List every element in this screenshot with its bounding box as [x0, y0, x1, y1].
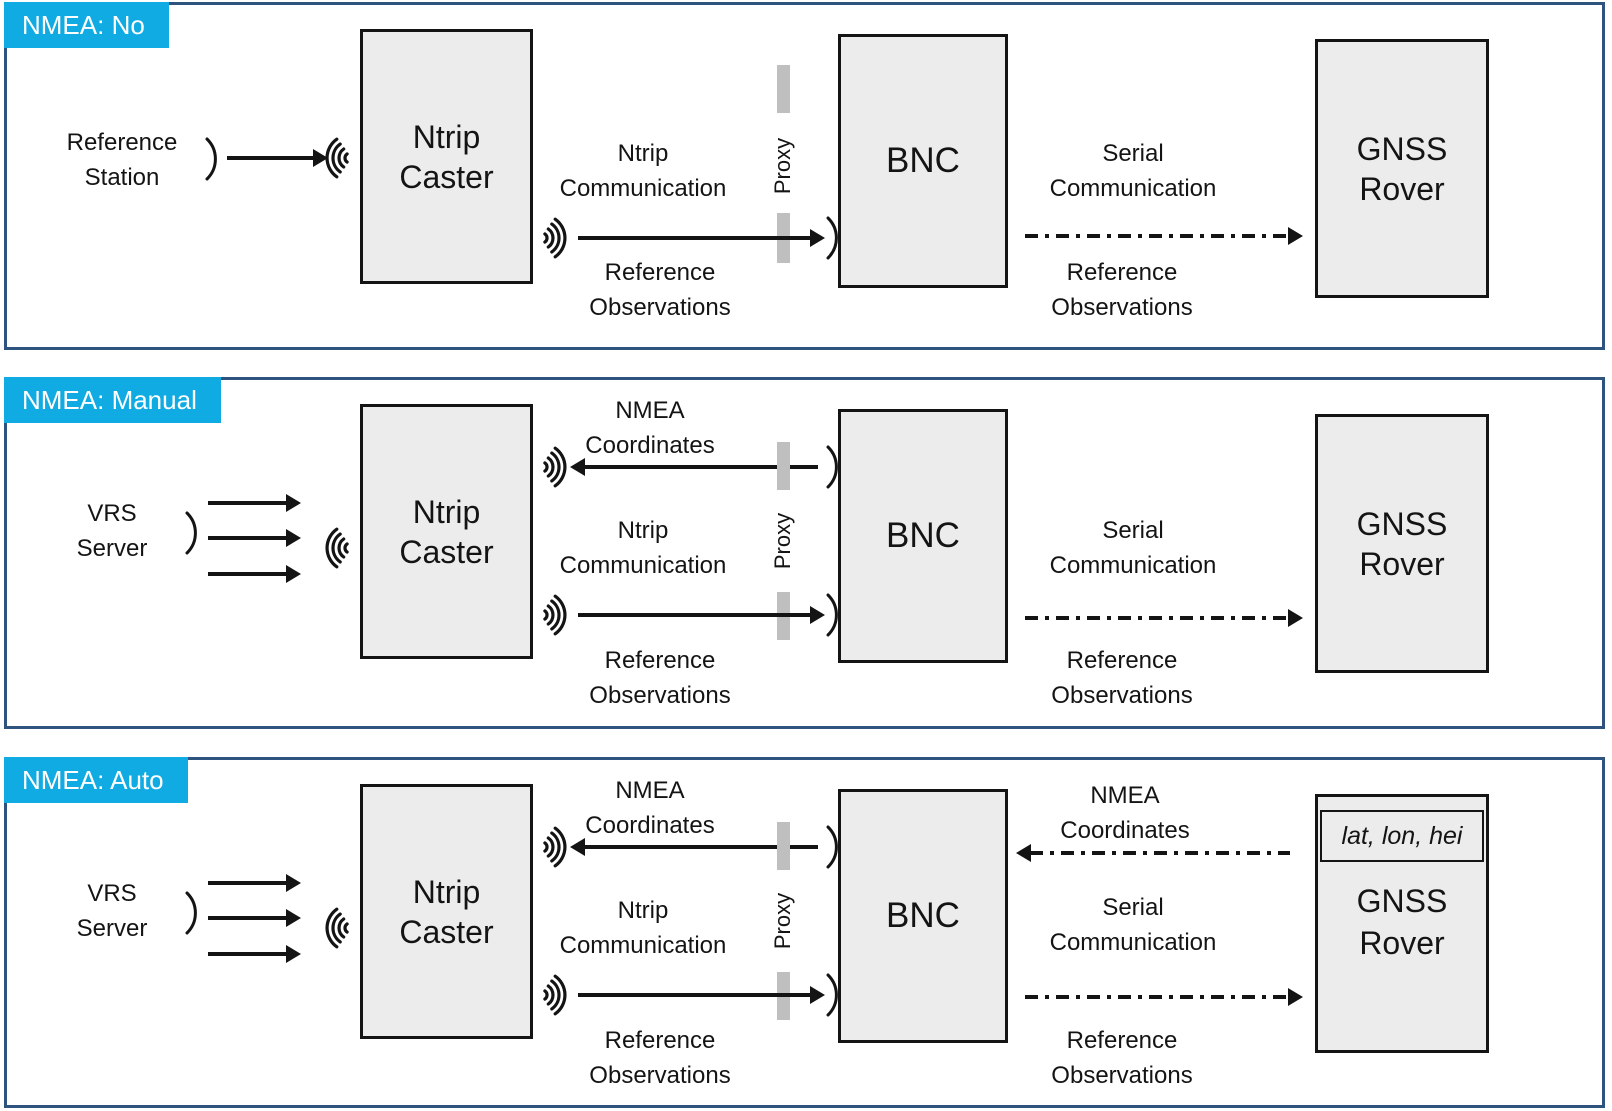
serial-arrow-line — [1025, 616, 1288, 620]
source-arrowhead — [286, 945, 301, 963]
panel-tag: NMEA: Auto — [4, 757, 188, 803]
ref-obs-arrowhead — [810, 606, 825, 624]
source-arrowhead — [286, 909, 301, 927]
source-label: Reference Station — [66, 129, 178, 191]
ntrip-caster-box: Ntrip Caster — [360, 29, 533, 284]
proxy-bar-top — [777, 442, 790, 490]
radio-arc-icon — [185, 891, 197, 935]
source-arrowhead — [286, 529, 301, 547]
radio-waves-in-icon — [325, 527, 349, 569]
source-label: VRS Server — [76, 880, 148, 942]
ntrip-caster-label: Ntrip Caster — [399, 873, 494, 950]
source-arrow-line — [208, 572, 286, 576]
flow-label-reference-observations: Reference Observations — [589, 259, 731, 321]
flow-label-reference-observations: Reference Observations — [589, 1027, 731, 1089]
ntrip-caster-label: Ntrip Caster — [399, 493, 494, 570]
radio-waves-in-icon — [325, 137, 349, 179]
proxy-label: Proxy — [770, 892, 795, 950]
radio-waves-out-icon — [543, 594, 567, 636]
flow-label-reference-observations: Reference Observations — [1051, 259, 1193, 321]
ntrip-caster-box: Ntrip Caster — [360, 404, 533, 659]
proxy-label: Proxy — [770, 137, 795, 195]
source-arrowhead — [313, 149, 328, 167]
ref-obs-arrowhead — [810, 229, 825, 247]
source-arrow-line — [208, 881, 286, 885]
flow-label-reference-observations: Reference Observations — [1051, 647, 1193, 709]
flow-label-reference-observations: Reference Observations — [1051, 1027, 1193, 1089]
serial-arrowhead — [1288, 609, 1303, 627]
panel-nmea-auto: NMEA: Auto VRS Server Ntrip Caster NMEA … — [4, 757, 1605, 1108]
proxy-label: Proxy — [770, 512, 795, 570]
flow-label-serial-communication: Serial Communication — [1049, 517, 1217, 579]
source-arrowhead — [286, 494, 301, 512]
serial-arrow-line — [1025, 995, 1288, 999]
ref-obs-arrow-line — [578, 993, 810, 997]
rover-coordinates-label: lat, lon, hei — [1341, 821, 1463, 850]
gnss-rover-box: GNSS Rover — [1315, 414, 1489, 673]
source-arrow-line — [208, 916, 286, 920]
radio-waves-in-icon — [325, 907, 349, 949]
nmea-rover-arrow-line — [1030, 851, 1290, 855]
source-arrow-line — [208, 501, 286, 505]
bnc-box: BNC — [838, 34, 1008, 288]
source-arrowhead — [286, 874, 301, 892]
proxy-bar-top — [777, 822, 790, 870]
panel-nmea-no: NMEA: No Reference Station Ntrip Caster … — [4, 2, 1605, 350]
panel-nmea-manual: NMEA: Manual VRS Server Ntrip Caster NME… — [4, 377, 1605, 729]
flow-label-ntrip-communication: Ntrip Communication — [559, 897, 727, 959]
serial-arrow-line — [1025, 234, 1288, 238]
ref-obs-arrow-line — [578, 236, 810, 240]
gnss-rover-label: GNSS Rover — [1356, 883, 1448, 961]
flow-label-reference-observations: Reference Observations — [589, 647, 731, 709]
flow-label-nmea-coordinates: NMEA Coordinates — [585, 777, 715, 839]
radio-arc-icon — [205, 137, 217, 181]
radio-arc-icon — [185, 511, 197, 555]
source-arrow-line — [227, 156, 313, 160]
flow-label-serial-communication: Serial Communication — [1049, 140, 1217, 202]
source-arrow-line — [208, 536, 286, 540]
nmea-arrow-line — [584, 845, 818, 849]
flow-label-serial-communication: Serial Communication — [1049, 894, 1217, 956]
source-label: VRS Server — [76, 500, 148, 562]
serial-arrowhead — [1288, 227, 1303, 245]
panel-tag: NMEA: Manual — [4, 377, 221, 423]
rover-coordinates-box: lat, lon, hei — [1320, 810, 1484, 862]
bnc-box: BNC — [838, 409, 1008, 663]
radio-waves-out-icon — [543, 826, 567, 868]
bnc-box: BNC — [838, 789, 1008, 1043]
ref-obs-arrowhead — [810, 986, 825, 1004]
ntrip-caster-label: Ntrip Caster — [399, 118, 494, 195]
gnss-rover-label: GNSS Rover — [1356, 130, 1448, 207]
nmea-arrow-line — [584, 465, 818, 469]
gnss-rover-label: GNSS Rover — [1356, 505, 1448, 582]
panel-tag: NMEA: No — [4, 2, 169, 48]
radio-waves-out-icon — [543, 446, 567, 488]
radio-waves-out-icon — [543, 974, 567, 1016]
nmea-rover-arrowhead — [1016, 844, 1031, 862]
proxy-bar-top — [777, 65, 790, 113]
flow-label-nmea-coordinates: NMEA Coordinates — [1060, 782, 1190, 844]
nmea-arrowhead — [570, 838, 585, 856]
bnc-label: BNC — [886, 896, 960, 935]
serial-arrowhead — [1288, 988, 1303, 1006]
flow-label-nmea-coordinates: NMEA Coordinates — [585, 397, 715, 459]
gnss-rover-box: GNSS Rover — [1315, 39, 1489, 298]
nmea-arrowhead — [570, 458, 585, 476]
ntrip-caster-box: Ntrip Caster — [360, 784, 533, 1039]
source-arrow-line — [208, 952, 286, 956]
flow-label-ntrip-communication: Ntrip Communication — [559, 517, 727, 579]
flow-label-ntrip-communication: Ntrip Communication — [559, 140, 727, 202]
bnc-label: BNC — [886, 516, 960, 555]
bnc-label: BNC — [886, 141, 960, 180]
ref-obs-arrow-line — [578, 613, 810, 617]
source-arrowhead — [286, 565, 301, 583]
